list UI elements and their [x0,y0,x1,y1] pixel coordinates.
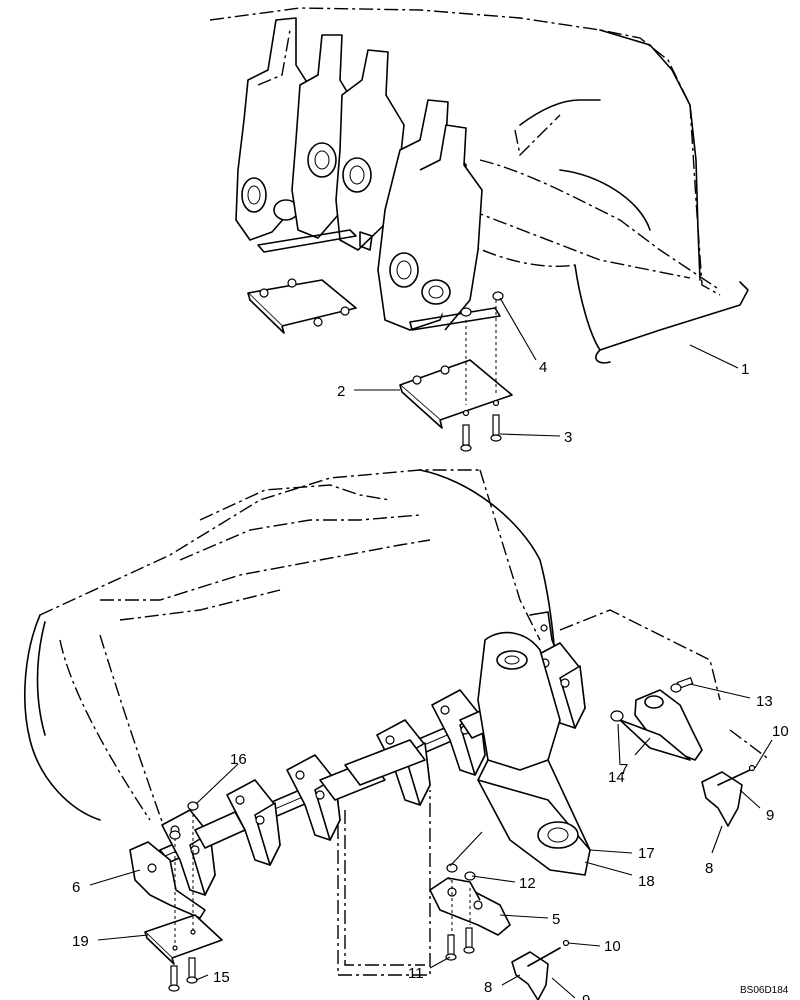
wear-plate-upper [247,278,357,334]
callout-17: 17 [638,845,655,862]
tooth-tip-lower [511,939,570,1000]
tooth-adapter-detail [429,863,511,961]
adapter-shank [477,631,591,876]
callout-19: 19 [72,933,89,950]
callout-10-lower: 10 [604,938,621,955]
callout-15: 15 [213,969,230,986]
callout-9-lower: 9 [582,992,590,1000]
tooth-tip-right [701,764,756,827]
callout-6: 6 [72,879,80,896]
end-adapter [129,841,206,919]
replacement-adapter [610,677,703,761]
upper-bucket-assembly [209,7,749,364]
callout-5: 5 [552,911,560,928]
tooth-adapter [286,754,341,841]
callout-11: 11 [408,965,424,982]
wear-plate-lower [144,801,223,992]
leader-lines [89,297,773,999]
callout-10-right: 10 [772,723,789,740]
callout-13: 13 [756,693,773,710]
hinge-bracket-right [377,99,483,331]
tooth-adapter [226,779,281,866]
callout-8-lower: 8 [484,979,492,996]
callout-8-right: 8 [705,860,713,877]
callout-1: 1 [741,361,749,378]
lower-bucket-assembly [24,469,771,976]
drawing-code: BS06D184 [740,985,789,996]
callout-7: 7 [620,761,628,778]
wear-plate-2 [399,300,513,429]
callout-12: 12 [519,875,536,892]
callout-2: 2 [337,383,345,400]
callout-14: 14 [608,769,625,786]
hardware-upper [460,291,504,452]
callout-3: 3 [564,429,572,446]
callout-4: 4 [539,359,547,376]
callout-16: 16 [230,751,247,768]
callout-18: 18 [638,873,655,890]
callout-9-right: 9 [766,807,774,824]
callouts: 1 2 3 4 5 6 7 8 8 9 9 10 10 11 12 13 14 … [72,359,789,1000]
